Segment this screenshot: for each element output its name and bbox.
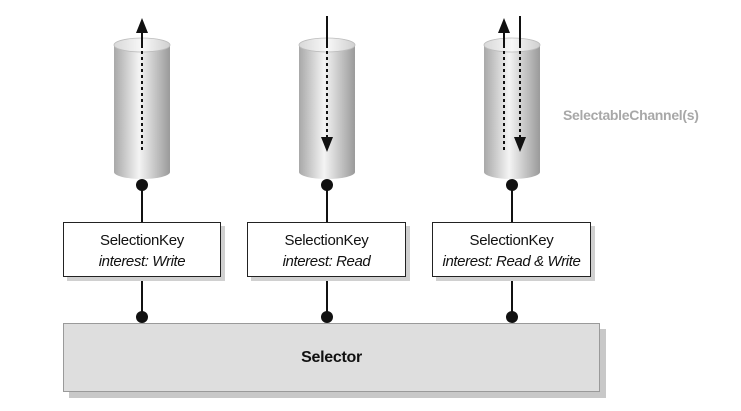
connection-dot — [506, 311, 518, 323]
selection-key-write: SelectionKey interest: Write — [63, 222, 221, 277]
read-arrowhead-down — [321, 137, 333, 152]
selection-key-title: SelectionKey — [284, 232, 369, 249]
selection-key-title: SelectionKey — [100, 232, 184, 249]
selection-key-interest: interest: Read — [282, 253, 371, 270]
channel-cylinder-body — [484, 45, 540, 179]
connection-dot — [321, 311, 333, 323]
selection-key-title: SelectionKey — [469, 232, 554, 249]
selection-key-read-write: SelectionKey interest: Read & Write — [432, 222, 591, 277]
channel-read — [298, 16, 356, 323]
channel-write — [113, 18, 171, 323]
connection-dot — [136, 311, 148, 323]
selector-label: Selector — [301, 348, 362, 366]
write-arrowhead-up — [136, 18, 148, 33]
selector-box: Selector — [63, 323, 600, 392]
selection-key-interest: interest: Read & Write — [442, 253, 581, 270]
connection-dot — [321, 179, 333, 191]
connection-dot — [136, 179, 148, 191]
read-arrowhead-down — [514, 137, 526, 152]
selectable-channels-label: SelectableChannel(s) — [563, 107, 699, 123]
write-arrowhead-up — [498, 18, 510, 33]
connection-dot — [506, 179, 518, 191]
channel-read-write — [483, 16, 541, 323]
selection-key-interest: interest: Write — [98, 253, 186, 270]
channel-cylinder-cap — [483, 37, 541, 53]
selection-key-read: SelectionKey interest: Read — [247, 222, 406, 277]
